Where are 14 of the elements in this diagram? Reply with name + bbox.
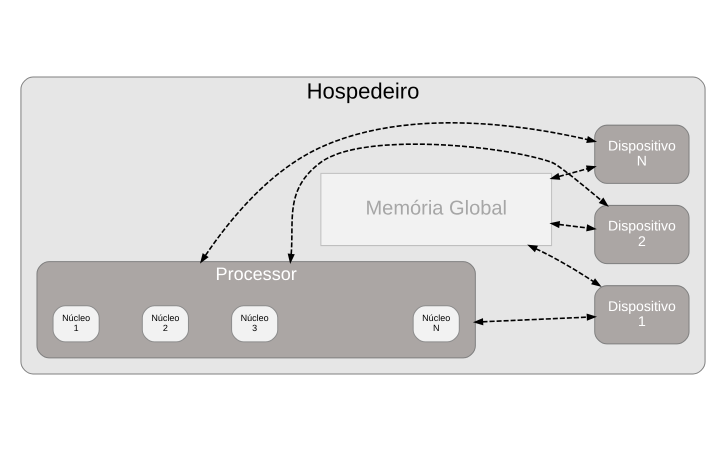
node-box: Dispositivo 1 — [594, 285, 690, 344]
arrow — [549, 220, 597, 232]
node-box: Dispositivo N — [594, 124, 690, 184]
arrow — [288, 143, 609, 264]
node-box: Dispositivo 2 — [594, 204, 690, 264]
node-box: Núcleo 1 — [52, 305, 100, 342]
arrow — [472, 314, 597, 326]
node-box: Memória Global — [320, 172, 552, 246]
arrow — [200, 122, 598, 264]
node-box: Núcleo 2 — [142, 305, 189, 342]
node-box: Núcleo N — [412, 305, 460, 342]
node-box: Núcleo 3 — [231, 305, 278, 342]
arrow — [527, 244, 602, 287]
arrow — [550, 165, 597, 180]
